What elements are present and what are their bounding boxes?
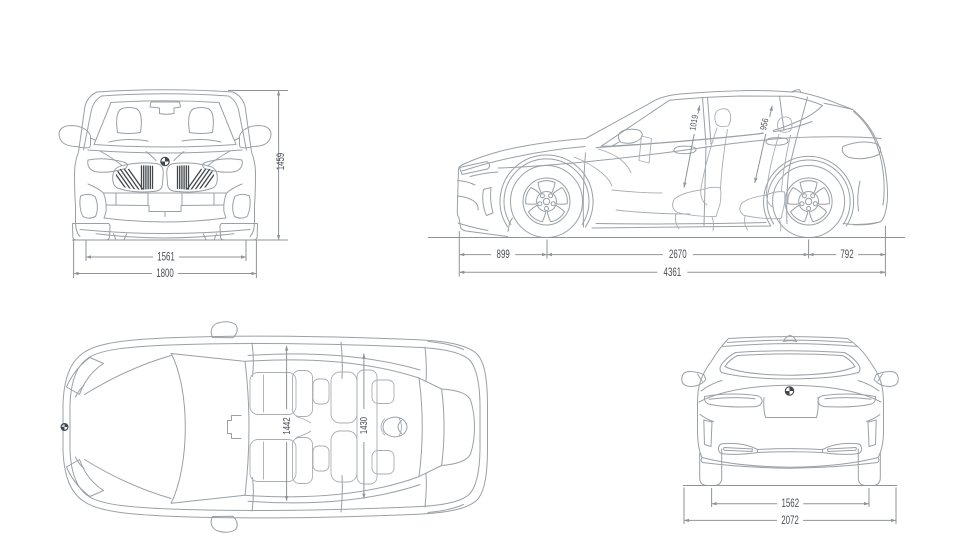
svg-text:1562: 1562 [782,496,800,510]
svg-text:2072: 2072 [781,513,799,527]
svg-text:1442: 1442 [282,417,293,434]
svg-text:899: 899 [497,247,510,261]
svg-text:1800: 1800 [156,266,174,280]
svg-text:1019: 1019 [687,114,700,131]
svg-text:1459: 1459 [275,153,287,170]
svg-text:1430: 1430 [359,417,370,434]
svg-text:2670: 2670 [669,247,687,261]
svg-text:956: 956 [758,117,770,131]
svg-text:1561: 1561 [157,250,175,264]
svg-text:792: 792 [840,247,853,261]
svg-text:4361: 4361 [664,265,682,279]
